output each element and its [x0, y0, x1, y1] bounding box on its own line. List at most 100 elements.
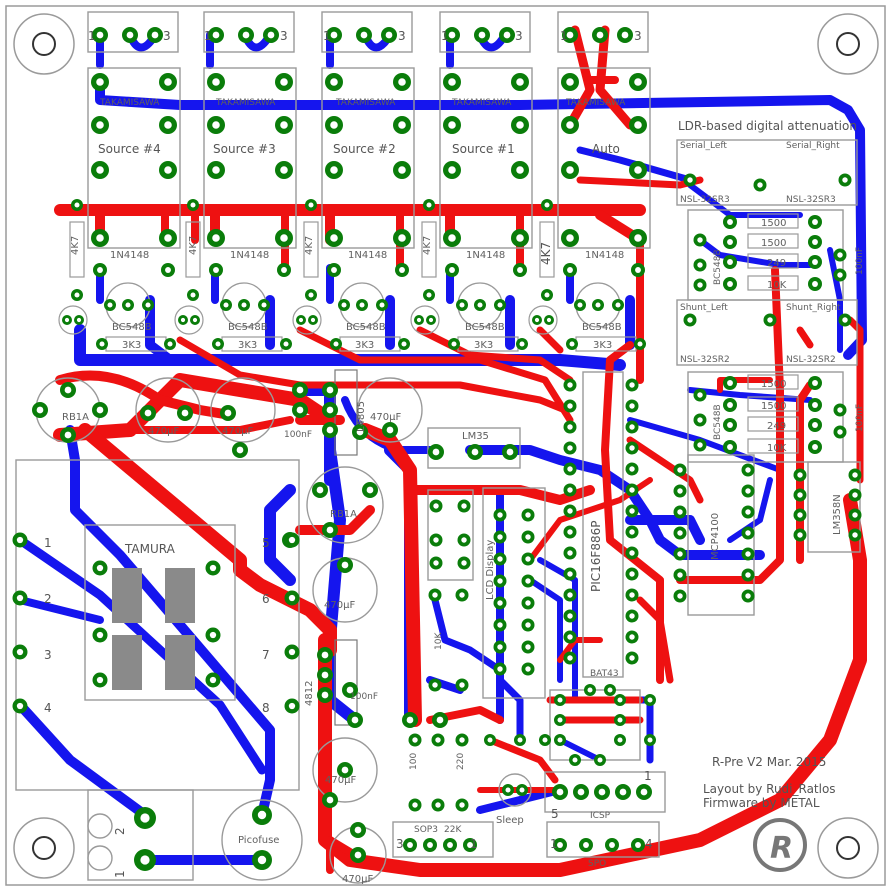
diode-pad [161, 263, 175, 277]
diode-pad [327, 263, 341, 277]
attenuator-pad [808, 215, 822, 229]
regulator-4812: 4812 [304, 681, 315, 706]
pad [220, 405, 236, 421]
resistor-100: 100 [409, 753, 419, 770]
relay-pad [561, 116, 579, 134]
pad [753, 178, 767, 192]
attenuator-pad [723, 235, 737, 249]
mcp-pad [741, 589, 755, 603]
pad [317, 667, 333, 683]
resistor-pad [212, 338, 224, 350]
pad [337, 762, 353, 778]
attenuator-resistor [747, 438, 799, 454]
pad [428, 588, 442, 602]
pad [467, 444, 483, 460]
attenuator-pad [723, 215, 737, 229]
pad [693, 438, 707, 452]
led-pad [414, 315, 424, 325]
firmware-credit: Firmware by METAL [703, 796, 820, 810]
attenuator-pad [808, 418, 822, 432]
pad [408, 798, 422, 812]
relay-pad [443, 229, 461, 247]
source-label-auto: Auto [592, 142, 620, 156]
source-label-2: Source #2 [333, 142, 396, 156]
diode-pad [395, 263, 409, 277]
relay-pin-1-e: 1 [560, 29, 568, 43]
pad [382, 422, 398, 438]
pad [514, 734, 526, 746]
pad [92, 627, 108, 643]
relay-pad [159, 73, 177, 91]
pad [457, 556, 471, 570]
transistor-pad [376, 299, 388, 311]
pad [12, 532, 28, 548]
pad [455, 678, 469, 692]
pad [317, 647, 333, 663]
icsp-pad [573, 784, 589, 800]
mcu-pad [625, 546, 639, 560]
fuse-pad [252, 850, 272, 870]
pad [292, 382, 308, 398]
resistor-4k7-1: 4K7 [70, 236, 81, 255]
attenuator-pad [808, 277, 822, 291]
mcu-pad [625, 378, 639, 392]
attenuator-pad [808, 376, 822, 390]
resistor-pad [71, 289, 83, 301]
relay-pad [207, 116, 225, 134]
attenuator-pad [723, 418, 737, 432]
bottom-header-pin-1: 1 [470, 837, 478, 851]
led-pad [190, 315, 200, 325]
led-pad [178, 315, 188, 325]
lcd-pad [493, 574, 507, 588]
pad [322, 522, 338, 538]
pad [431, 733, 445, 747]
lm358-pad [793, 528, 807, 542]
transistor-label-4: BC548B [465, 322, 505, 333]
relay-pad [511, 161, 529, 179]
lcd-pad [521, 574, 535, 588]
pad [502, 444, 518, 460]
mcu-pad [625, 588, 639, 602]
resistor-220: 220 [456, 753, 466, 770]
relay-pad [159, 116, 177, 134]
picofuse-label: Picofuse [238, 835, 279, 846]
attenuator-pad [808, 255, 822, 269]
resistor-pad [187, 199, 199, 211]
relay-pad [393, 161, 411, 179]
screw-pin-1: 1 [113, 870, 127, 878]
resistor-10k-lcd: 10K [434, 632, 444, 650]
mcu-pad [625, 399, 639, 413]
title-line: R-Pre V2 Mar. 2015 [712, 755, 826, 769]
led-pad [544, 315, 554, 325]
pad [604, 684, 616, 696]
pad [539, 734, 551, 746]
mcu-pad [563, 567, 577, 581]
diode-pad [445, 263, 459, 277]
pad [429, 499, 443, 513]
lcd-pad [493, 508, 507, 522]
resistor-pad [423, 199, 435, 211]
cap-470-6: 470µF [342, 874, 373, 885]
attenuator-resistor [747, 233, 799, 249]
pad [402, 712, 418, 728]
ldr-part-4: NSL-32SR2 [786, 355, 836, 365]
relay-header-pad [444, 27, 460, 43]
spo-pad [605, 838, 619, 852]
cap-470-3: 470µF [370, 412, 401, 423]
lm358-pad [848, 488, 862, 502]
resistor-pad [423, 289, 435, 301]
relay-header-pad [92, 27, 108, 43]
pad [32, 402, 48, 418]
attenuator-resistor [747, 213, 799, 229]
resistor-pad [96, 338, 108, 350]
relay-header-pad [263, 27, 279, 43]
mcp-pad [673, 526, 687, 540]
pad [429, 556, 443, 570]
relay-pad [275, 116, 293, 134]
resistor-pad [164, 338, 176, 350]
transistor-pad [258, 299, 270, 311]
cap-100nf-1: 100nF [284, 430, 312, 440]
relay-pad [275, 229, 293, 247]
atten-bot-r2: 1500 [761, 401, 786, 412]
